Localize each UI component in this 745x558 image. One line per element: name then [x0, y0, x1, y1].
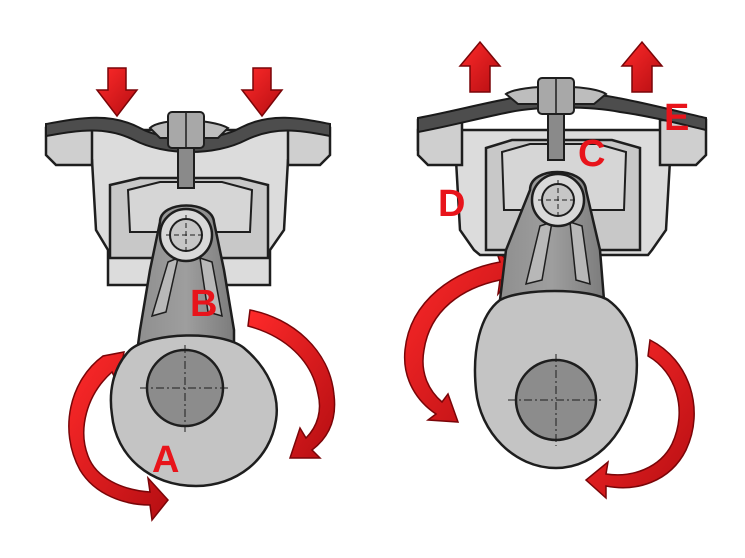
diaphragm-nut — [148, 111, 230, 149]
label-b: B — [190, 283, 217, 325]
label-e: E — [664, 97, 689, 139]
pull-rod — [177, 147, 195, 189]
cam-eccentric — [109, 334, 278, 488]
arrow-down-icon — [240, 67, 284, 118]
right-pump-assembly: C D E — [403, 40, 708, 500]
label-a: A — [152, 439, 179, 481]
cam-eccentric — [473, 289, 639, 470]
rocker-pivot — [158, 207, 214, 263]
arrow-down-icon — [95, 67, 139, 118]
rocker-pivot — [530, 172, 586, 228]
arrow-up-icon — [458, 40, 502, 93]
diaphragm-nut — [504, 77, 608, 115]
rotation-arrow-right-icon — [247, 309, 336, 459]
rocker-rib-right — [569, 220, 591, 286]
rotation-arrow-left-icon — [68, 351, 169, 522]
left-pump-assembly: A B — [44, 67, 336, 522]
arrow-up-icon — [620, 40, 664, 93]
label-d: D — [438, 183, 465, 225]
rocker-rib-right — [199, 256, 223, 318]
label-c: C — [578, 133, 605, 175]
pull-rod — [547, 113, 565, 161]
diaphragm — [45, 116, 331, 153]
rotation-arrow-right-icon — [584, 338, 695, 500]
